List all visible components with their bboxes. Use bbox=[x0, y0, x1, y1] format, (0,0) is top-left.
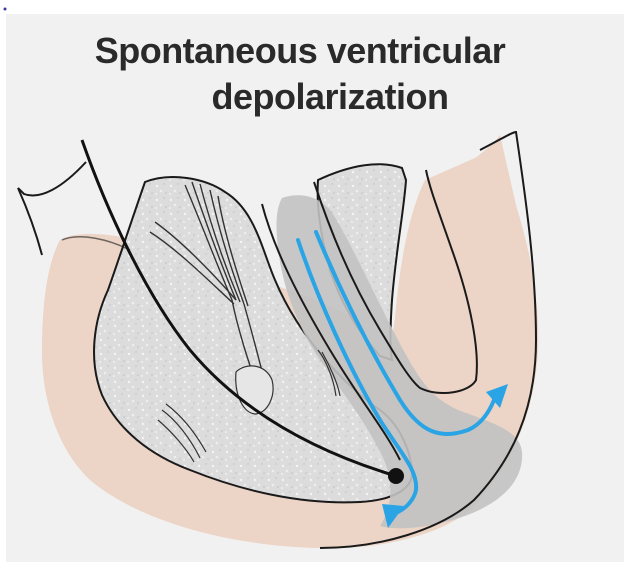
corner-mark bbox=[4, 8, 7, 11]
atrium-outline bbox=[18, 162, 86, 196]
left-wall-outline bbox=[18, 188, 42, 255]
lead-tip-icon bbox=[388, 468, 404, 484]
